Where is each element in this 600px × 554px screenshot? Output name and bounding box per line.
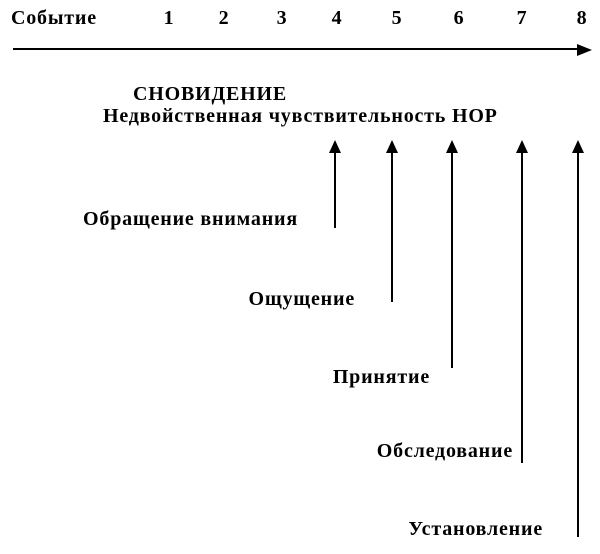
up-arrow-line [521, 151, 523, 463]
up-arrow-line [451, 151, 453, 368]
event-number-1: 1 [163, 7, 175, 29]
up-arrow-line [334, 151, 336, 228]
diagram-title: СНОВИДЕНИЕ [133, 83, 288, 105]
up-arrow-line [577, 151, 579, 537]
event-number-4: 4 [331, 7, 343, 29]
stage-label-sensation: Ощущение [248, 288, 355, 310]
up-arrowhead-icon [386, 140, 398, 153]
up-arrowhead-icon [329, 140, 341, 153]
right-arrowhead-icon [577, 44, 592, 56]
event-number-2: 2 [218, 7, 230, 29]
up-arrow-line [391, 151, 393, 302]
diagram-subtitle: Недвойственная чувствительность НОР [103, 105, 498, 127]
up-arrowhead-icon [516, 140, 528, 153]
up-arrowhead-icon [446, 140, 458, 153]
stage-label-examination: Обследование [376, 440, 513, 462]
event-number-8: 8 [576, 7, 588, 29]
event-axis-label: Событие [11, 7, 97, 29]
timeline-axis-line [13, 48, 578, 50]
event-number-3: 3 [276, 7, 288, 29]
event-number-6: 6 [453, 7, 465, 29]
stage-label-attention: Обращение внимания [83, 208, 298, 230]
stage-label-acceptance: Принятие [332, 366, 430, 388]
stage-label-establishment: Установление [408, 518, 543, 540]
up-arrowhead-icon [572, 140, 584, 153]
event-number-5: 5 [391, 7, 403, 29]
event-number-7: 7 [516, 7, 528, 29]
